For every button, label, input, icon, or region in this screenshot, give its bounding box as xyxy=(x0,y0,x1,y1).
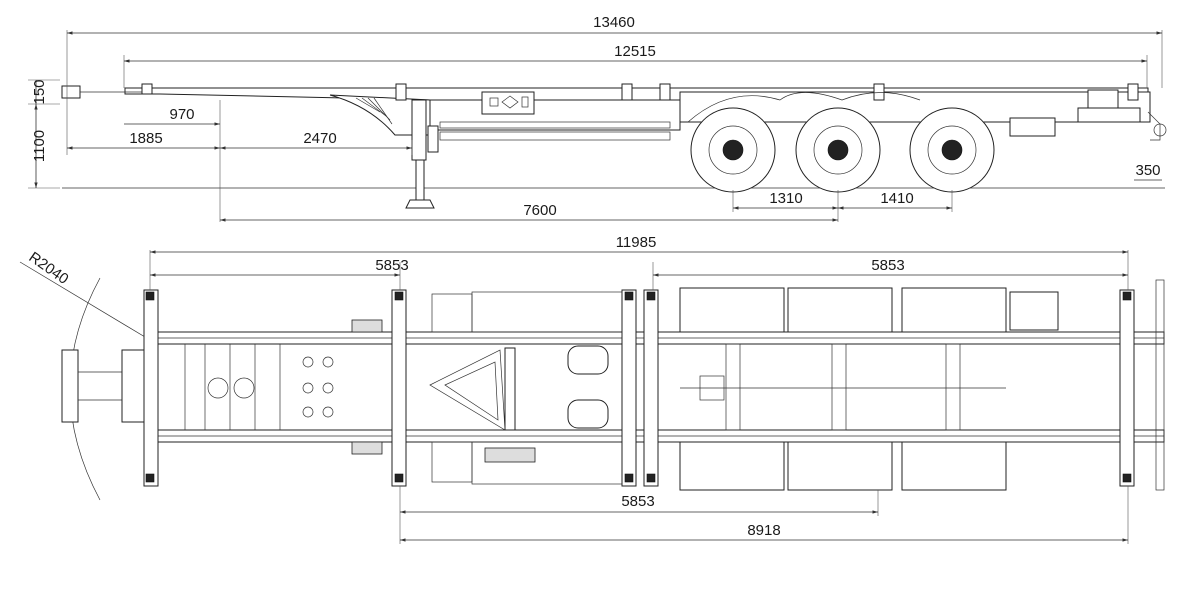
dim-coupler-height: 150 xyxy=(31,79,48,104)
dim-middle-twistlock-spacing: 5853 xyxy=(621,493,654,510)
dim-rear-overhang: 350 xyxy=(1135,162,1160,179)
dim-kingpin-to-axle: 7600 xyxy=(523,202,556,219)
dim-swing-radius: R2040 xyxy=(26,249,72,288)
wheels xyxy=(690,107,995,193)
landing-leg xyxy=(405,99,439,209)
dim-overall-length: 13460 xyxy=(593,14,635,31)
dim-front-to-kingpin: 1885 xyxy=(129,130,162,147)
side-view: 13460 12515 150 1100 970 1885 2470 7600 … xyxy=(28,14,1167,222)
dim-axle-spacing-1: 1310 xyxy=(769,190,802,207)
side-main-beam xyxy=(429,99,681,131)
side-twistlocks xyxy=(141,83,1139,101)
dim-frame-length: 12515 xyxy=(614,43,656,60)
gooseneck-plate xyxy=(149,343,406,431)
axles xyxy=(680,343,1006,431)
top-coupler xyxy=(61,349,79,423)
air-tank-1 xyxy=(567,345,609,375)
air-tank-2 xyxy=(567,399,609,429)
dim-fifth-wheel-height: 1100 xyxy=(31,130,48,162)
label-plate xyxy=(481,91,535,115)
dim-kingpin-to-landing-leg: 2470 xyxy=(303,130,336,147)
dim-kingpin-to-leg: 970 xyxy=(169,106,194,123)
dim-front-twistlock-spacing: 5853 xyxy=(375,257,408,274)
kingpin xyxy=(207,377,229,399)
top-view: R2040 xyxy=(19,234,1165,544)
top-toolbox xyxy=(1009,291,1059,331)
dim-twistlock-span: 11985 xyxy=(616,234,657,251)
a-frame xyxy=(429,349,506,431)
fenders xyxy=(687,92,921,123)
rear-light-cluster xyxy=(1087,89,1119,109)
toolbox xyxy=(1009,117,1056,137)
rear-bumper xyxy=(1077,107,1141,123)
twistlocks-top xyxy=(145,291,1132,483)
cross-members xyxy=(143,289,1135,487)
dim-rear-twistlock-spacing: 5853 xyxy=(871,257,904,274)
top-wheels xyxy=(679,287,1007,491)
coupler-head xyxy=(61,85,81,99)
rear-bar xyxy=(1155,279,1165,491)
dim-lower-span: 8918 xyxy=(747,522,780,539)
dim-axle-spacing-2: 1410 xyxy=(880,190,913,207)
